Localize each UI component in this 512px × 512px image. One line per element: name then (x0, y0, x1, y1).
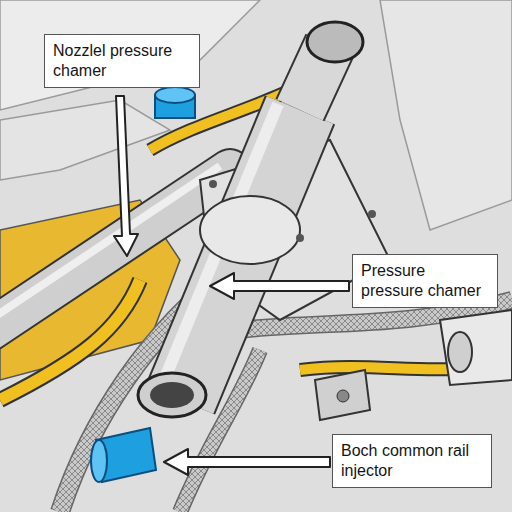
bracket-bolt (337, 390, 349, 402)
blue-sleeve-end (91, 440, 107, 482)
right-panel (380, 0, 512, 230)
bolt (368, 210, 376, 218)
side-panel (0, 100, 170, 180)
bolt (209, 180, 217, 188)
nozzle-bore (150, 382, 194, 408)
injector-collar (200, 196, 300, 264)
callout-label: Pressure pressure chamer (361, 261, 489, 301)
blue-cap-top (155, 87, 195, 103)
leader-arrow (114, 96, 138, 256)
injector-body (180, 110, 300, 400)
callout-box: Boch common rail injector (332, 434, 492, 488)
injector-cap (307, 22, 363, 62)
right-component (440, 310, 512, 385)
injector-nozzle-end (138, 373, 206, 417)
injector-body-outline (180, 110, 300, 400)
leader-arrow (164, 449, 330, 475)
right-fitting (448, 332, 472, 372)
callout-box: Pressure pressure chamer (352, 254, 498, 308)
callout-label: Boch common rail injector (341, 441, 483, 481)
callout-box: Nozzlel pressure chamer (44, 34, 200, 88)
bracket (315, 370, 370, 420)
top-panel (0, 0, 260, 110)
callout-label: Nozzlel pressure chamer (53, 41, 191, 81)
bolt (296, 234, 304, 242)
leader-arrow (210, 273, 349, 299)
